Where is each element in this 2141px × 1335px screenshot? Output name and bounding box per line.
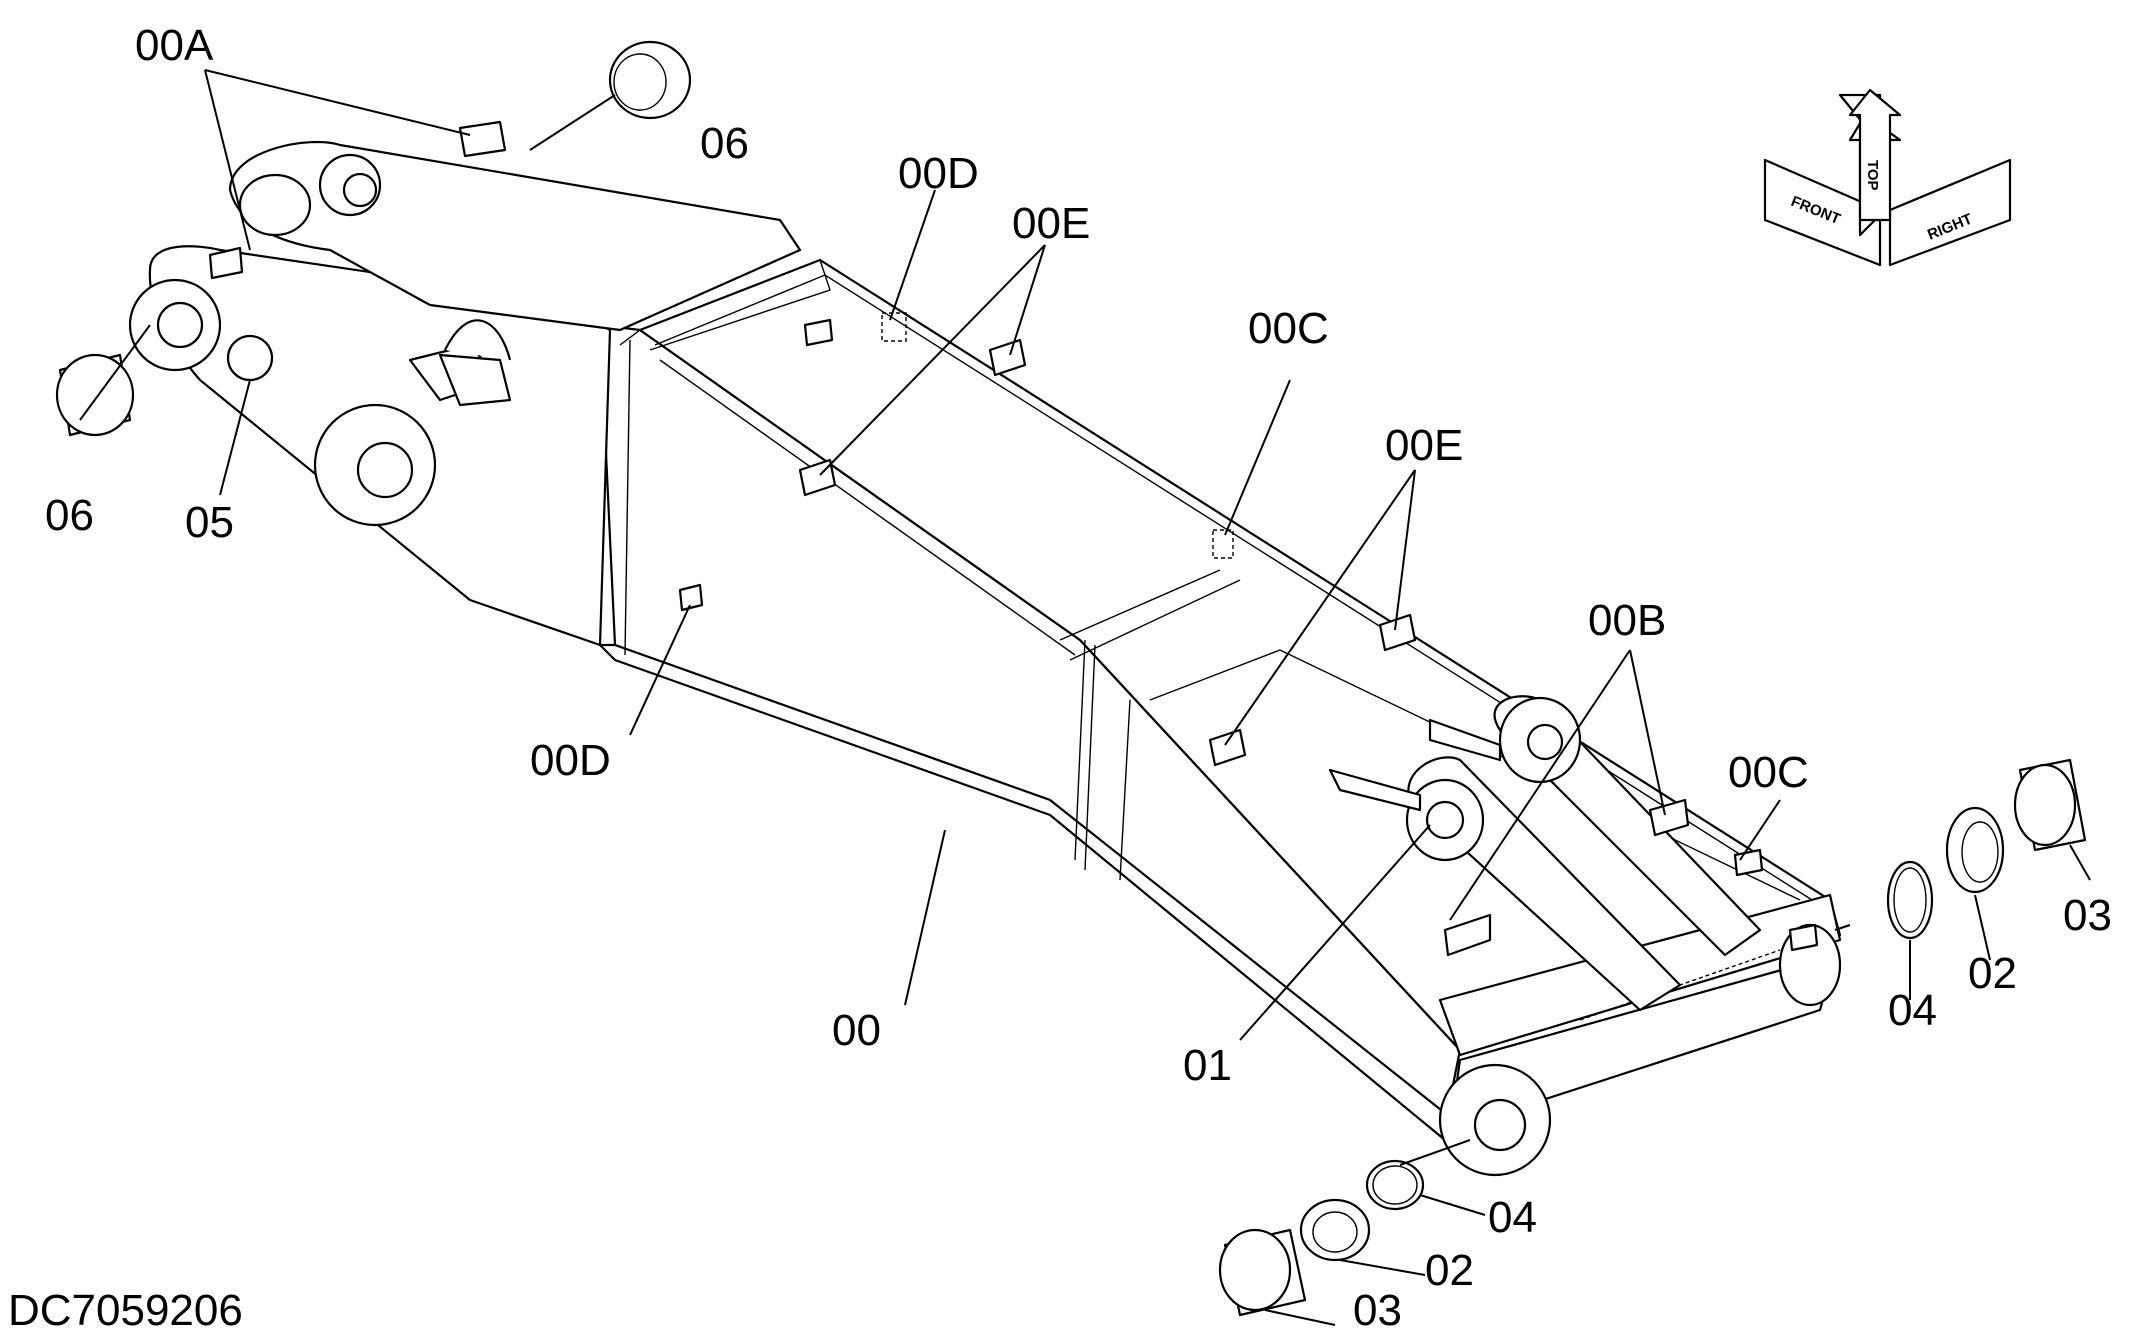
callout-00: 00 (832, 1006, 881, 1055)
callout-06-left: 06 (45, 491, 94, 540)
shim-04-lower (1365, 1159, 1425, 1211)
callout-05: 05 (185, 498, 234, 547)
leader-lines (79, 69, 2091, 1326)
callout-00e-upper: 00E (1012, 199, 1090, 248)
callout-06-upper: 06 (700, 119, 749, 168)
callout-03-right: 03 (2063, 891, 2112, 940)
callout-00b: 00B (1588, 596, 1666, 645)
callout-00d-lower: 00D (530, 736, 611, 785)
callout-04-right: 04 (1888, 986, 1937, 1035)
callout-02-lower: 02 (1425, 1246, 1474, 1295)
callout-labels: 00A 06 06 05 00D 00E 00C 00E 00B 00C 00D… (45, 21, 2112, 1335)
callout-00e-lower: 00E (1385, 421, 1463, 470)
callout-02-right: 02 (1968, 949, 2017, 998)
bushing-03-lower (1218, 1228, 1307, 1317)
callout-01: 01 (1183, 1041, 1232, 1090)
callout-00a: 00A (135, 21, 214, 70)
bushing-06-left (55, 353, 135, 437)
boom-assembly (128, 120, 1842, 1177)
callout-00c-upper: 00C (1248, 304, 1329, 353)
callout-00c-lower: 00C (1728, 748, 1809, 797)
callout-04-lower: 04 (1488, 1193, 1537, 1242)
bushing-02-right (1945, 806, 2005, 894)
shim-04-right (1886, 860, 1934, 940)
bushing-06-upper (608, 40, 692, 120)
callout-03-lower: 03 (1353, 1286, 1402, 1335)
orientation-indicator: FRONT TOP RIGHT (1763, 88, 2012, 267)
document-id: DC7059206 (8, 1286, 243, 1335)
bushing-02-lower (1299, 1198, 1371, 1262)
pin-05 (226, 334, 274, 382)
callout-00d-upper: 00D (898, 149, 979, 198)
top-label: TOP (1864, 160, 1881, 191)
bushing-03-right (2013, 758, 2087, 852)
